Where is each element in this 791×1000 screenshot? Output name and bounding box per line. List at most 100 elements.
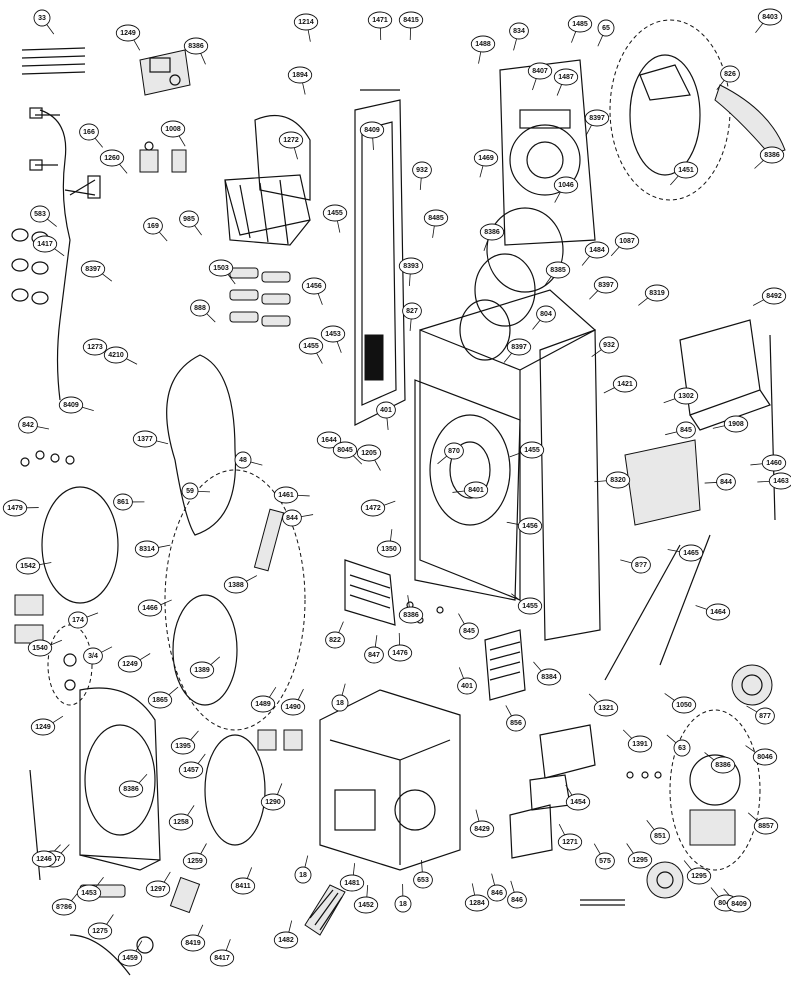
- part-number-label: 845: [680, 427, 692, 434]
- callout-leader: [437, 455, 448, 465]
- grille-drawing: [344, 559, 526, 701]
- part-number-label: 1476: [392, 650, 408, 657]
- callout-bubble: [463, 481, 489, 499]
- callout-leader: [594, 480, 607, 483]
- callout-bubble: [584, 109, 610, 127]
- callout-leader: [386, 417, 389, 430]
- callout-leader: [475, 809, 480, 822]
- callout-bubble: [527, 62, 553, 80]
- part-number-label: 18: [336, 700, 344, 707]
- callout-bubble: [298, 337, 324, 355]
- part-number-label: 8419: [185, 940, 201, 947]
- part-number-label: 822: [329, 637, 341, 644]
- callout-bubble: [113, 493, 133, 511]
- callout-leader: [297, 688, 304, 701]
- callout-bubble: [761, 287, 787, 305]
- callout-bubble: [76, 884, 102, 902]
- part-callout: 1249: [30, 718, 56, 736]
- part-number-label: 888: [194, 305, 206, 312]
- callout-leader: [558, 824, 566, 836]
- part-number-label: 1050: [676, 702, 692, 709]
- misc-hardware-drawing: [29, 769, 625, 976]
- felt-strip-drawing: [714, 84, 786, 156]
- part-number-label: 1455: [524, 447, 540, 454]
- callout-bubble: [553, 176, 579, 194]
- rear-panel-drawing: [499, 59, 596, 246]
- part-number-label: 1284: [469, 900, 485, 907]
- callout-bubble: [444, 442, 464, 460]
- part-number-label: 583: [34, 211, 46, 218]
- callout-leader: [297, 494, 310, 497]
- callout-leader: [408, 273, 411, 286]
- callout-leader: [626, 843, 634, 854]
- part-number-label: 856: [510, 720, 522, 727]
- part-callout: 870: [444, 442, 464, 460]
- callout-leader: [302, 82, 306, 95]
- part-callout: 861: [113, 493, 133, 511]
- part-number-label: 8386: [484, 229, 500, 236]
- part-callout: 804: [536, 305, 556, 323]
- part-callout: 1644: [316, 431, 342, 449]
- part-callout: 8485: [423, 209, 449, 227]
- callout-bubble: [260, 793, 286, 811]
- part-number-label: 826: [724, 71, 736, 78]
- part-callout: 1295: [627, 851, 653, 869]
- part-callout: 1456: [301, 277, 327, 295]
- part-number-label: 8320: [610, 477, 626, 484]
- callout-bubble: [137, 599, 163, 617]
- part-number-label: 1540: [32, 645, 48, 652]
- callout-bubble: [316, 431, 342, 449]
- part-callout: 1463: [768, 472, 791, 490]
- callout-bubble: [631, 556, 651, 574]
- part-callout: 1488: [470, 35, 496, 53]
- callout-bubble: [208, 259, 234, 277]
- callout-leader: [432, 225, 435, 238]
- callout-leader: [337, 220, 341, 233]
- part-callout: 1008: [160, 120, 186, 138]
- part-callout: 1487: [553, 68, 579, 86]
- callout-leader: [663, 398, 676, 404]
- part-callout: 1459: [117, 949, 143, 967]
- part-callout: 18: [331, 694, 349, 712]
- part-number-label: 174: [72, 617, 84, 624]
- callout-leader: [478, 51, 482, 64]
- callout-leader: [747, 812, 758, 822]
- part-callout: 8417: [209, 949, 235, 967]
- part-callout: 1273: [82, 338, 108, 356]
- part-callout: 1455: [517, 597, 543, 615]
- part-callout: 844: [716, 473, 736, 491]
- callout-leader: [190, 730, 199, 741]
- part-callout: 1481: [339, 874, 365, 892]
- cabinet-drawing: [419, 289, 601, 641]
- callout-bubble: [676, 421, 696, 439]
- callout-leader: [745, 745, 756, 753]
- part-number-label: 1487: [558, 74, 574, 81]
- part-callout: 1482: [273, 931, 299, 949]
- part-number-label: 18: [299, 872, 307, 879]
- part-callout: 8397: [80, 260, 106, 278]
- callout-bubble: [599, 336, 619, 354]
- callout-bubble: [705, 603, 731, 621]
- part-callout: 8314: [134, 540, 160, 558]
- callout-leader: [374, 635, 378, 648]
- callout-leader: [646, 820, 655, 830]
- part-callout: 845: [459, 622, 479, 640]
- part-drawings: [11, 19, 786, 976]
- part-number-label: 1260: [104, 155, 120, 162]
- part-callout: 1350: [376, 540, 402, 558]
- callout-leader: [683, 860, 692, 871]
- part-number-label: 870: [448, 448, 460, 455]
- part-callout: 1454: [565, 793, 591, 811]
- callout-leader: [505, 705, 512, 717]
- part-number-label: 985: [183, 216, 195, 223]
- callout-bubble: [360, 499, 386, 517]
- part-number-label: 827: [406, 308, 418, 315]
- part-number-label: 1479: [7, 505, 23, 512]
- callout-leader: [46, 24, 55, 35]
- callout-bubble: [536, 305, 556, 323]
- callout-leader: [509, 452, 522, 458]
- part-number-label: 8407: [532, 68, 548, 75]
- part-callout: 1465: [678, 544, 704, 562]
- part-number-label: 1046: [558, 182, 574, 189]
